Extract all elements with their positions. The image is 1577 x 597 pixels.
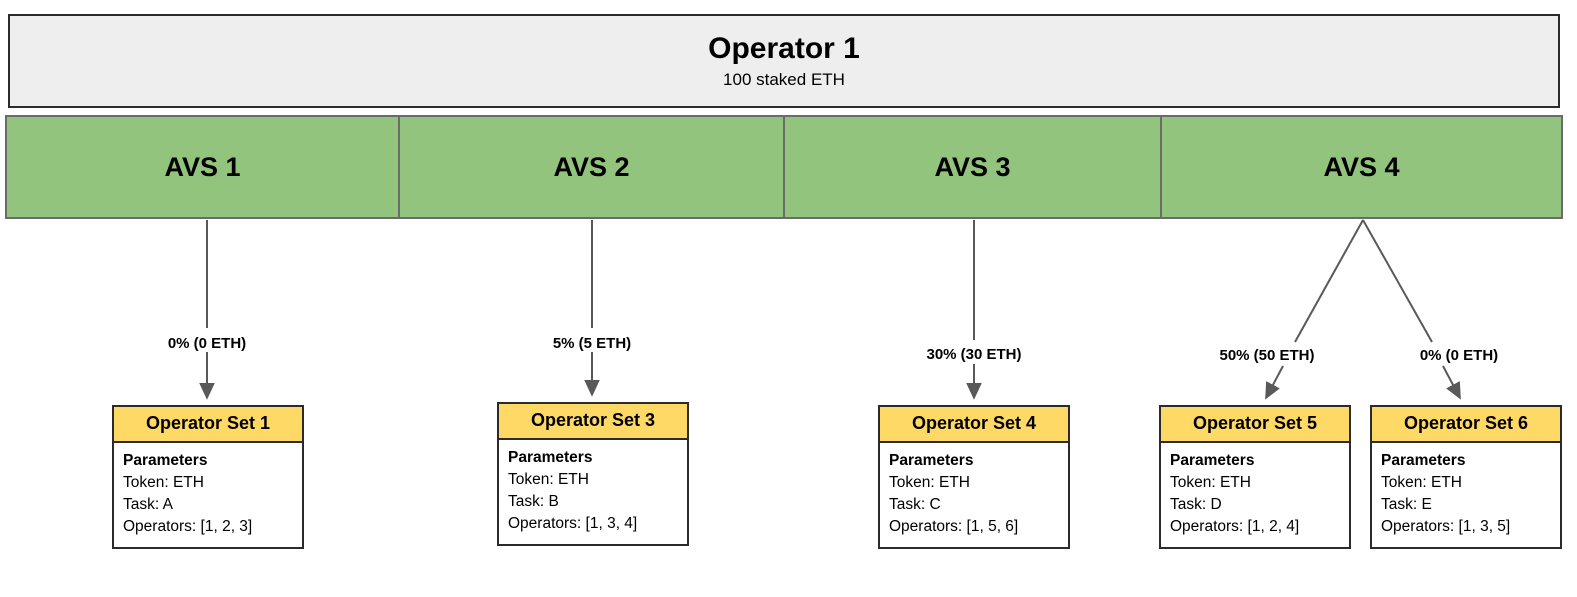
operators-line-4: Operators: [1, 5, 6] — [889, 518, 1019, 535]
operator-title: Operator 1 — [708, 31, 860, 65]
operator-set-card-3[interactable]: Operator Set 3 Parameters Token: ETH Tas… — [497, 402, 689, 546]
avs-row: AVS 1 AVS 2 AVS 3 AVS 4 — [5, 115, 1563, 219]
token-line-4: Token: ETH — [889, 474, 970, 491]
parameters-heading-4: Parameters — [889, 452, 974, 469]
operator-set-body-3: Parameters Token: ETH Task: B Operators:… — [499, 440, 687, 544]
avs-node-3: AVS 3 — [785, 117, 1162, 217]
parameters-heading-6: Parameters — [1381, 452, 1466, 469]
operator-set-card-5[interactable]: Operator Set 5 Parameters Token: ETH Tas… — [1159, 405, 1351, 549]
operators-line-1: Operators: [1, 2, 3] — [123, 518, 253, 535]
task-line-1: Task: A — [123, 496, 173, 513]
operators-line-6: Operators: [1, 3, 5] — [1381, 518, 1511, 535]
avs-node-4: AVS 4 — [1162, 117, 1561, 217]
edge-label-avs4-opset6: 0% (0 ETH) — [1419, 347, 1499, 364]
operator-set-title-5: Operator Set 5 — [1161, 407, 1349, 443]
parameters-heading-3: Parameters — [508, 449, 593, 466]
edge-label-avs3-opset4: 30% (30 ETH) — [926, 346, 1022, 363]
task-line-6: Task: E — [1381, 496, 1432, 513]
token-line-3: Token: ETH — [508, 471, 589, 488]
edge-label-avs1-opset1: 0% (0 ETH) — [167, 335, 247, 352]
task-line-3: Task: B — [508, 493, 559, 510]
operator-set-card-6[interactable]: Operator Set 6 Parameters Token: ETH Tas… — [1370, 405, 1562, 549]
operator-node: Operator 1 100 staked ETH — [8, 14, 1560, 108]
operator-set-title-3: Operator Set 3 — [499, 404, 687, 440]
operator-stake: 100 staked ETH — [723, 70, 845, 90]
task-line-5: Task: D — [1170, 496, 1222, 513]
operators-line-3: Operators: [1, 3, 4] — [508, 515, 638, 532]
operator-set-title-6: Operator Set 6 — [1372, 407, 1560, 443]
operator-set-card-1[interactable]: Operator Set 1 Parameters Token: ETH Tas… — [112, 405, 304, 549]
token-line-1: Token: ETH — [123, 474, 204, 491]
avs-node-1: AVS 1 — [7, 117, 400, 217]
operator-set-title-4: Operator Set 4 — [880, 407, 1068, 443]
operator-set-card-4[interactable]: Operator Set 4 Parameters Token: ETH Tas… — [878, 405, 1070, 549]
operator-set-body-4: Parameters Token: ETH Task: C Operators:… — [880, 443, 1068, 547]
avs-node-2: AVS 2 — [400, 117, 785, 217]
operator-set-body-5: Parameters Token: ETH Task: D Operators:… — [1161, 443, 1349, 547]
task-line-4: Task: C — [889, 496, 941, 513]
token-line-6: Token: ETH — [1381, 474, 1462, 491]
operator-set-title-1: Operator Set 1 — [114, 407, 302, 443]
operator-set-body-1: Parameters Token: ETH Task: A Operators:… — [114, 443, 302, 547]
operators-line-5: Operators: [1, 2, 4] — [1170, 518, 1300, 535]
token-line-5: Token: ETH — [1170, 474, 1251, 491]
parameters-heading-1: Parameters — [123, 452, 208, 469]
parameters-heading-5: Parameters — [1170, 452, 1255, 469]
operator-set-body-6: Parameters Token: ETH Task: E Operators:… — [1372, 443, 1560, 547]
edge-label-avs4-opset5: 50% (50 ETH) — [1219, 347, 1315, 364]
edge-label-avs2-opset3: 5% (5 ETH) — [552, 335, 632, 352]
